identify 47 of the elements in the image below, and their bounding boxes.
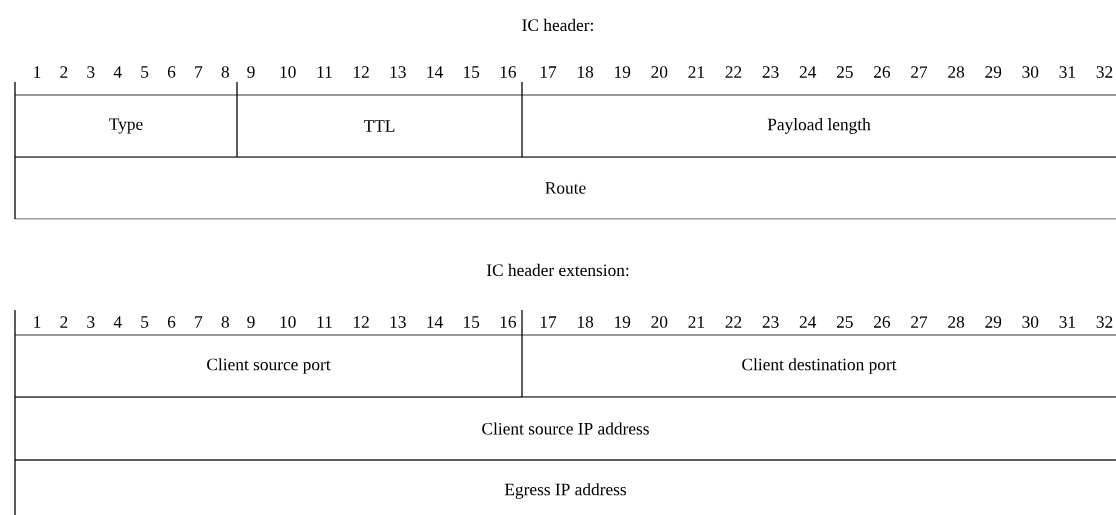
bit-number: 32	[1096, 316, 1113, 328]
bit-number: 20	[651, 316, 668, 328]
table-heading: IC header extension:	[486, 263, 629, 277]
bit-number: 8	[221, 66, 229, 78]
bit-number: 26	[874, 316, 891, 328]
bit-number: 23	[762, 316, 779, 328]
bit-number: 25	[836, 316, 853, 328]
bit-number: 18	[577, 316, 594, 328]
bit-number: 29	[985, 316, 1002, 328]
bit-number: 9	[247, 316, 255, 328]
bit-number: 4	[113, 316, 122, 328]
bit-number: 6	[167, 316, 176, 328]
bit-number: 5	[141, 316, 149, 328]
bit-number: 17	[540, 316, 557, 328]
bit-number: 14	[427, 316, 443, 328]
bit-number: 28	[948, 316, 965, 328]
bit-number: 24	[799, 316, 817, 328]
bit-number: 21	[688, 316, 705, 328]
bit-number: 3	[87, 316, 95, 328]
field-cell: Type	[14, 81, 238, 158]
bit-number: 13	[390, 316, 406, 328]
bit-number: 22	[725, 316, 742, 328]
bit-number: 10	[280, 316, 296, 328]
bit-number: 2	[60, 316, 68, 328]
field-cell: Egress IP address	[14, 459, 1116, 515]
bit-number: 9	[247, 66, 255, 78]
bit-number: 17	[540, 66, 557, 78]
bit-number: 27	[911, 316, 928, 328]
bit-number: 16	[500, 316, 517, 328]
bit-number: 16	[500, 66, 517, 78]
bit-number: 10	[280, 66, 296, 78]
bit-number: 15	[464, 316, 480, 328]
bit-number: 12	[353, 316, 369, 328]
bit-number: 11	[317, 316, 332, 328]
bit-number: 30	[1022, 316, 1039, 328]
bit-number: 1	[34, 316, 41, 328]
bit-number: 31	[1059, 316, 1076, 328]
bit-number: 19	[615, 316, 631, 328]
bit-number: 7	[195, 316, 203, 328]
table-heading: IC header:	[522, 18, 593, 32]
bit-number: 15	[464, 66, 480, 78]
field-cell: TTL	[236, 81, 523, 158]
field-cell: Route	[14, 156, 1116, 220]
field-cell: Client source IP address	[14, 396, 1116, 461]
bit-number: 7	[195, 66, 203, 78]
field-cell: Payload length	[521, 81, 1116, 158]
bit-number: 8	[221, 316, 229, 328]
